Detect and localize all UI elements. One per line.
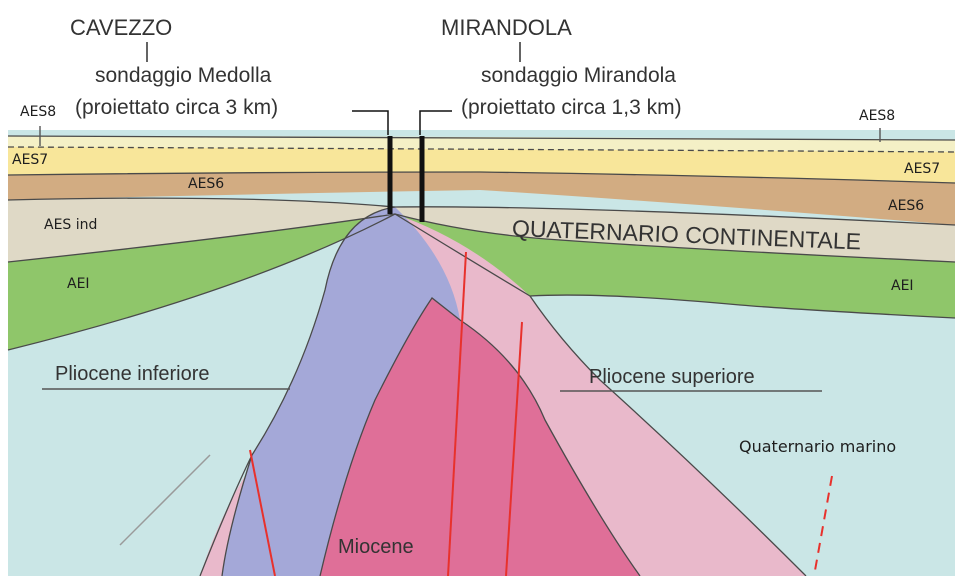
label-aes8-left: AES8 [20,104,56,120]
label-aes7-left: AES7 [12,152,48,168]
well-medolla-name: sondaggio Medolla [95,64,271,88]
label-pliocene-superiore: Pliocene superiore [589,366,755,389]
label-aes6-right: AES6 [888,198,924,214]
label-aes-ind: AES ind [44,217,97,233]
label-miocene: Miocene [338,536,414,559]
label-aes7-right: AES7 [904,161,940,177]
well-mirandola-note: (proiettato circa 1,3 km) [461,96,682,120]
label-aei-left: AEI [67,276,90,292]
well-medolla-note: (proiettato circa 3 km) [75,96,278,120]
label-aes6-left: AES6 [188,176,224,192]
town-mirandola: MIRANDOLA [441,15,572,41]
label-aei-right: AEI [891,278,914,294]
label-quaternario-marino: Quaternario marino [739,437,896,456]
label-pliocene-inferiore: Pliocene inferiore [55,363,210,386]
well-mirandola-name: sondaggio Mirandola [481,64,676,88]
label-aes8-right: AES8 [859,108,895,124]
town-cavezzo: CAVEZZO [70,15,172,41]
